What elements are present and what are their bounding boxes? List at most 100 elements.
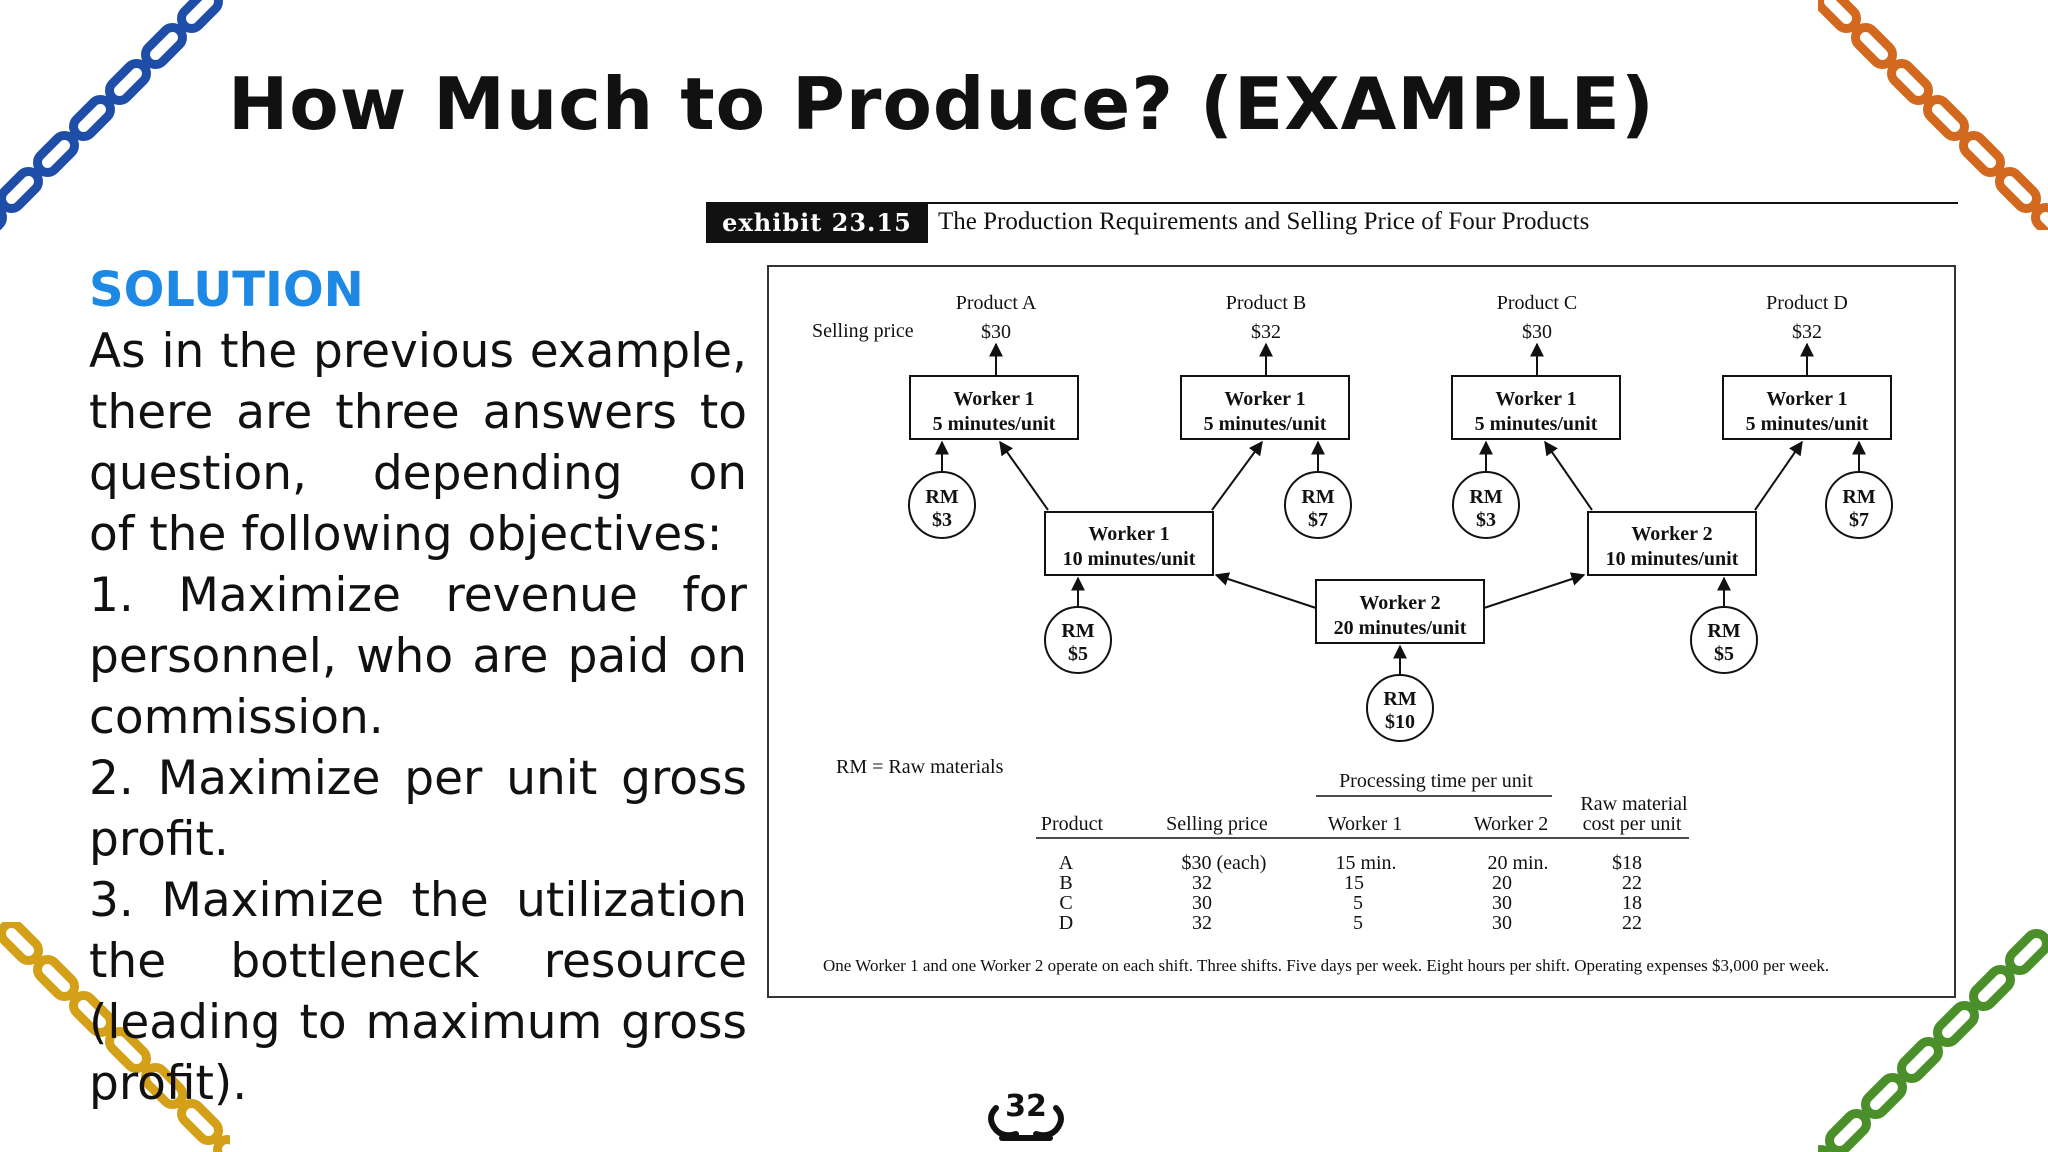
page-number-badge: 32	[982, 1080, 1070, 1146]
chain-link-icon: 32	[988, 1089, 1064, 1141]
chain-link	[141, 23, 187, 69]
table-cell: $18	[1612, 852, 1642, 874]
product-a-price: $30	[981, 321, 1011, 343]
solution-line: commission.	[89, 690, 384, 745]
diagram-frame	[767, 265, 1956, 998]
solution-line: profit.	[89, 812, 229, 867]
table-cell: A	[1059, 852, 1074, 874]
rm-b-label: RM	[1301, 486, 1334, 508]
chain-link	[33, 131, 79, 177]
chain-link	[105, 59, 151, 105]
product-c-price: $30	[1522, 321, 1552, 343]
table-header-product: Product	[1041, 813, 1104, 835]
chain-link	[1923, 95, 1969, 141]
table-cell: 32	[1192, 872, 1212, 894]
chain-top-left-decoration	[0, 0, 223, 230]
table-footnote: One Worker 1 and one Worker 2 operate on…	[823, 956, 1829, 975]
rm-center-label: RM	[1383, 688, 1416, 710]
rm-mid-left-label: RM	[1061, 620, 1094, 642]
table-group-header: Processing time per unit	[1339, 770, 1533, 792]
table-cell: $30 (each)	[1182, 852, 1267, 874]
chain-link	[2005, 929, 2048, 975]
chain-link	[105, 1027, 151, 1073]
chain-link	[1995, 167, 2041, 213]
chain-bottom-left-decoration	[0, 922, 230, 1152]
chain-link	[213, 1135, 230, 1152]
table-cell: C	[1059, 892, 1072, 914]
exhibit-tag: exhibit 23.15	[706, 202, 928, 243]
solution-line: question, depending on	[89, 446, 747, 501]
product-b-label: Product B	[1226, 292, 1307, 314]
worker-b-name: Worker 1	[1224, 388, 1305, 410]
chain-link	[69, 95, 115, 141]
table-cell: 18	[1622, 892, 1642, 914]
solution-line: personnel, who are paid on	[89, 629, 747, 684]
table-header-worker2: Worker 2	[1474, 813, 1548, 835]
solution-line: 3. Maximize the utilization	[89, 873, 747, 928]
chain-link	[1959, 131, 2005, 177]
chain-link	[1818, 0, 1861, 33]
chain-link	[33, 955, 79, 1001]
rm-c-cost: $3	[1476, 509, 1496, 531]
table-cell: B	[1059, 872, 1072, 894]
table-header-worker1: Worker 1	[1328, 813, 1402, 835]
solution-line: profit).	[89, 1056, 248, 1111]
page-number: 32	[1005, 1089, 1047, 1124]
table-cell: 15 min.	[1335, 852, 1396, 874]
worker-a-time: 5 minutes/unit	[933, 413, 1056, 435]
chain-top-right-decoration	[1818, 0, 2048, 230]
slide-title: How Much to Produce? (EXAMPLE)	[228, 62, 1655, 146]
chain-link	[1933, 1001, 1979, 1047]
rm-mid-right-cost: $5	[1714, 643, 1734, 665]
chain-link	[1969, 965, 2015, 1011]
table-cell: 22	[1622, 872, 1642, 894]
solution-line: 2. Maximize per unit gross	[89, 751, 747, 806]
table-cell: 20 min.	[1487, 852, 1548, 874]
table-header-selling-price: Selling price	[1166, 813, 1268, 835]
table-raw-header-line1: Raw material	[1580, 793, 1688, 815]
chain-link	[0, 922, 43, 965]
chain-link	[1897, 1037, 1943, 1083]
rm-c-label: RM	[1469, 486, 1502, 508]
solution-line: 1. Maximize revenue for	[89, 568, 747, 623]
chain-bottom-right-decoration	[1818, 929, 2048, 1152]
selling-price-label: Selling price	[812, 320, 914, 342]
chain-link	[1887, 59, 1933, 105]
rm-mid-left-cost: $5	[1068, 643, 1088, 665]
chain-link	[1861, 1073, 1907, 1119]
center-worker-name: Worker 2	[1359, 592, 1440, 614]
table-cell: 32	[1192, 912, 1212, 934]
rm-a-label: RM	[925, 486, 958, 508]
mid-worker-left-time: 10 minutes/unit	[1063, 548, 1196, 570]
product-c-label: Product C	[1497, 292, 1578, 314]
solution-line: (leading to maximum gross	[89, 995, 747, 1050]
table-cell: 22	[1622, 912, 1642, 934]
worker-d-time: 5 minutes/unit	[1746, 413, 1869, 435]
rm-legend: RM = Raw materials	[836, 756, 1004, 778]
table-cell: 5	[1353, 892, 1363, 914]
chain-link	[1825, 1109, 1871, 1152]
product-a-label: Product A	[956, 292, 1037, 314]
table-cell: 15	[1344, 872, 1364, 894]
worker-a-name: Worker 1	[953, 388, 1034, 410]
chain-link	[177, 1099, 223, 1145]
rm-d-label: RM	[1842, 486, 1875, 508]
chain-link	[177, 0, 223, 33]
exhibit-top-rule	[706, 202, 1958, 204]
solution-label: SOLUTION	[89, 262, 364, 318]
chain-link	[141, 1063, 187, 1109]
rm-mid-right-label: RM	[1707, 620, 1740, 642]
chain-link	[0, 167, 43, 213]
solution-line: As in the previous example,	[89, 324, 747, 379]
center-worker-time: 20 minutes/unit	[1334, 617, 1467, 639]
table-cell: 20	[1492, 872, 1512, 894]
chain-link	[2031, 203, 2048, 230]
mid-worker-right-name: Worker 2	[1631, 523, 1712, 545]
chain-link	[1851, 23, 1897, 69]
exhibit-title: The Production Requirements and Selling …	[938, 208, 1590, 235]
mid-worker-left-name: Worker 1	[1088, 523, 1169, 545]
rm-a-cost: $3	[932, 509, 952, 531]
chain-link	[69, 991, 115, 1037]
table-cell: 5	[1353, 912, 1363, 934]
